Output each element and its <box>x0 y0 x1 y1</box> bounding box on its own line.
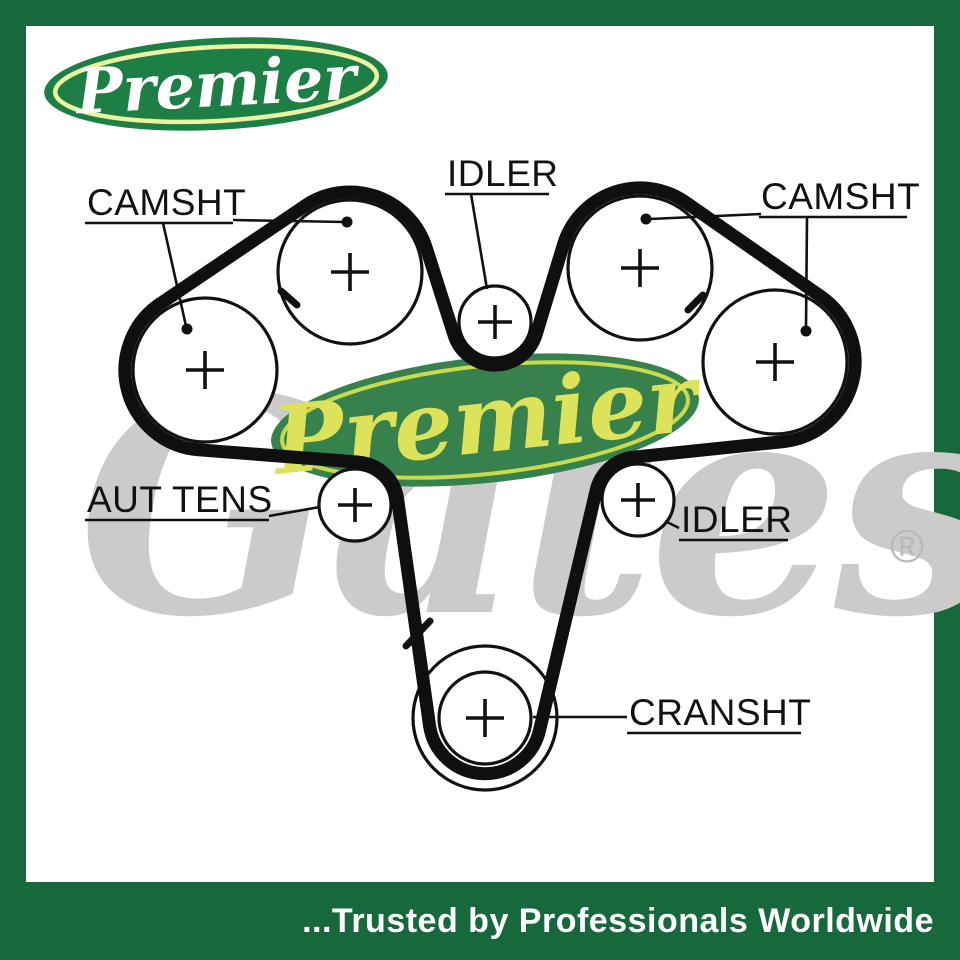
pulley-camshaft-left-inner <box>276 198 424 346</box>
center-cross-icon <box>186 351 224 389</box>
pulley-camshaft-left-outer <box>131 296 279 444</box>
timing-mark-right <box>684 291 707 314</box>
label-idler-right: IDLER <box>664 499 792 542</box>
watermark-oval <box>271 353 699 487</box>
leader-line <box>804 216 809 329</box>
logo-oval-ring <box>52 43 380 125</box>
leader-dot <box>800 325 812 337</box>
center-cross-icon <box>338 488 372 522</box>
center-cross-icon <box>621 249 659 287</box>
leader-line <box>469 193 489 290</box>
registered-trademark-icon: ® <box>890 520 924 572</box>
label-idler-top: IDLER <box>445 153 558 290</box>
idler-right-text: IDLER <box>681 499 792 540</box>
pulley-camshaft-right-inner <box>566 194 714 342</box>
center-cross-icon <box>756 343 794 381</box>
label-aut-tens: AUT TENS <box>85 479 321 522</box>
footer-tagline: ...Trusted by Professionals Worldwide <box>302 901 934 940</box>
logo-oval <box>44 37 388 131</box>
leader-dot <box>341 216 353 228</box>
pulley-top-idler <box>457 284 533 360</box>
camsht-right-text: CAMSHT <box>761 176 920 217</box>
pulley-camshaft-right-outer <box>701 288 849 436</box>
idler-top-text: IDLER <box>447 153 558 194</box>
premier-logo: Premier <box>44 37 388 131</box>
leader-line <box>268 505 321 518</box>
leader-line <box>232 218 346 224</box>
label-camsht-left: CAMSHT <box>85 182 353 335</box>
leader-dot <box>181 323 193 335</box>
label-cransht: CRANSHT <box>533 692 811 735</box>
leader-line <box>664 519 680 530</box>
camsht-left-text: CAMSHT <box>87 182 246 223</box>
center-cross-icon <box>331 253 369 291</box>
aut-tens-text: AUT TENS <box>87 479 273 520</box>
center-cross-icon <box>621 483 655 517</box>
timing-belt-path <box>118 181 862 781</box>
pulley-right-idler <box>600 462 676 538</box>
footer-bar: ...Trusted by Professionals Worldwide <box>0 882 960 960</box>
cransht-text: CRANSHT <box>629 692 811 733</box>
leader-dot <box>640 213 652 225</box>
pulley-auto-tensioner <box>317 467 393 543</box>
label-camsht-right: CAMSHT <box>640 176 920 337</box>
timing-mark-left <box>277 287 301 309</box>
logo-premier-text: Premier <box>72 40 362 128</box>
leader-line <box>649 212 762 221</box>
center-cross-icon <box>478 305 512 339</box>
center-cross-icon <box>466 699 504 737</box>
leader-line <box>161 222 188 327</box>
